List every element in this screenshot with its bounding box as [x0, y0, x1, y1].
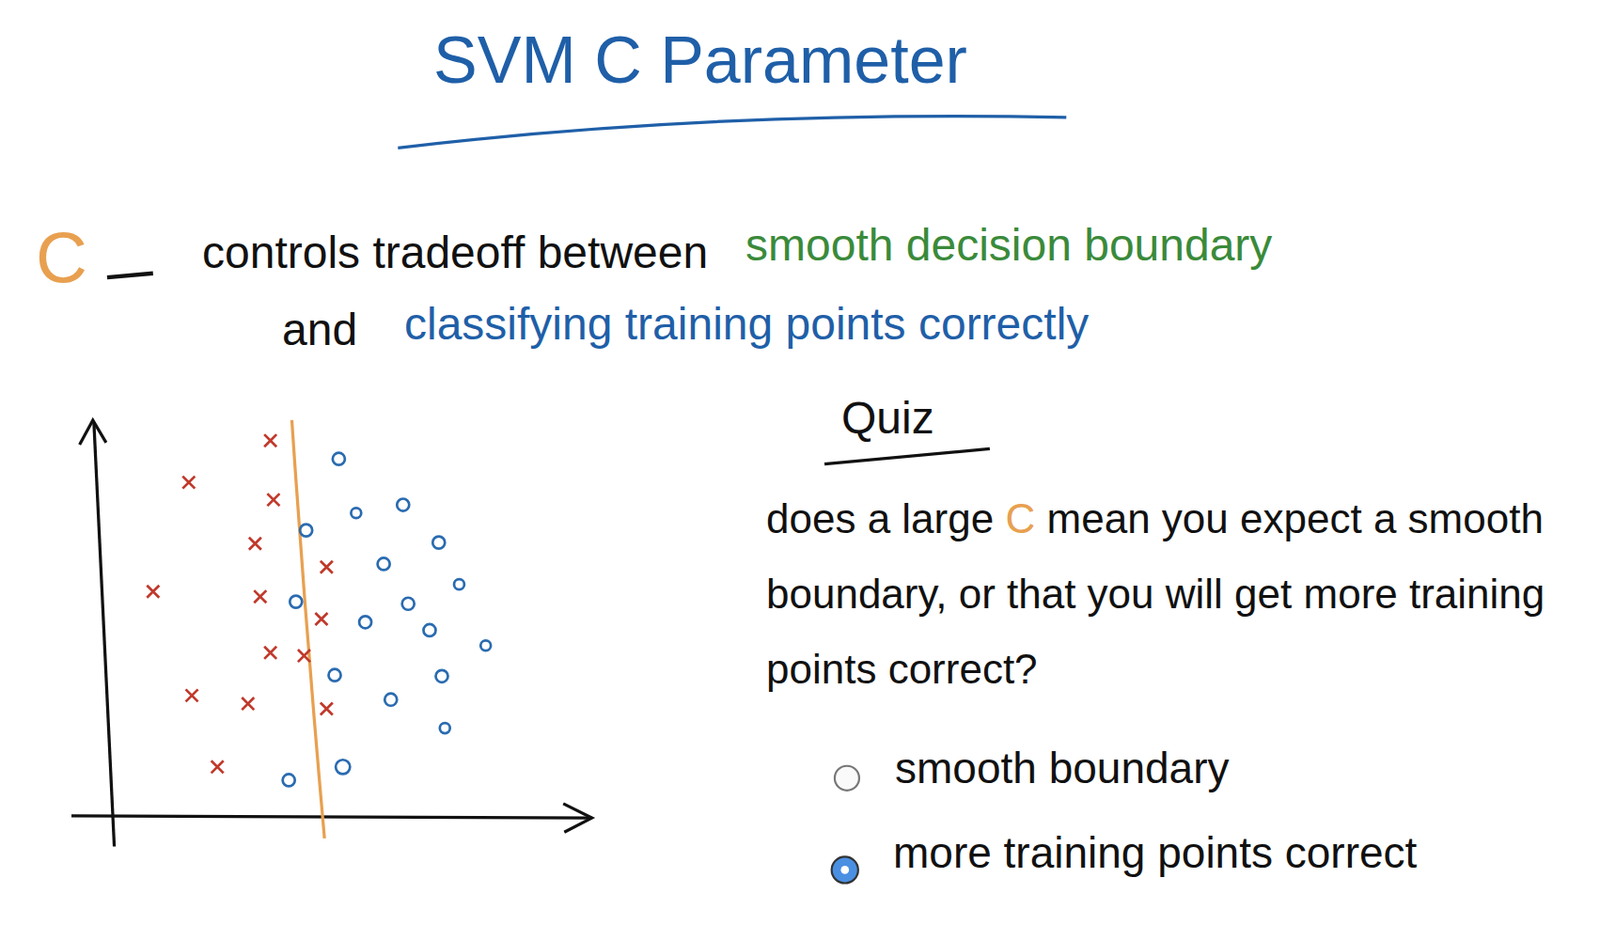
quiz-underline	[824, 448, 990, 464]
statement-text: controls tradeoff between	[202, 225, 708, 281]
title: SVM C Parameter	[433, 20, 968, 100]
statement-text: smooth decision boundary	[745, 218, 1272, 273]
option-text: more training points correct	[893, 827, 1417, 879]
quiz-heading: Quiz	[841, 391, 935, 446]
blue-circles	[282, 453, 491, 787]
parameter-symbol: C	[35, 214, 88, 300]
title-underline	[397, 116, 1067, 149]
statement-text: and	[282, 302, 358, 358]
radio-button	[834, 766, 860, 791]
radio-dot	[840, 865, 849, 875]
option-text: smooth boundary	[894, 742, 1229, 795]
radio-button-selected	[831, 856, 859, 883]
quiz-question: does a largeCmean you expect a smooth bo…	[766, 481, 1585, 707]
dash-stroke	[107, 273, 154, 278]
parameter-symbol: C	[1004, 495, 1036, 542]
red-crosses	[146, 434, 333, 773]
statement-text: classifying training points correctly	[404, 297, 1089, 352]
question-text: does a large	[766, 495, 994, 542]
decision-boundary	[291, 420, 325, 839]
plot-axes	[71, 420, 593, 847]
